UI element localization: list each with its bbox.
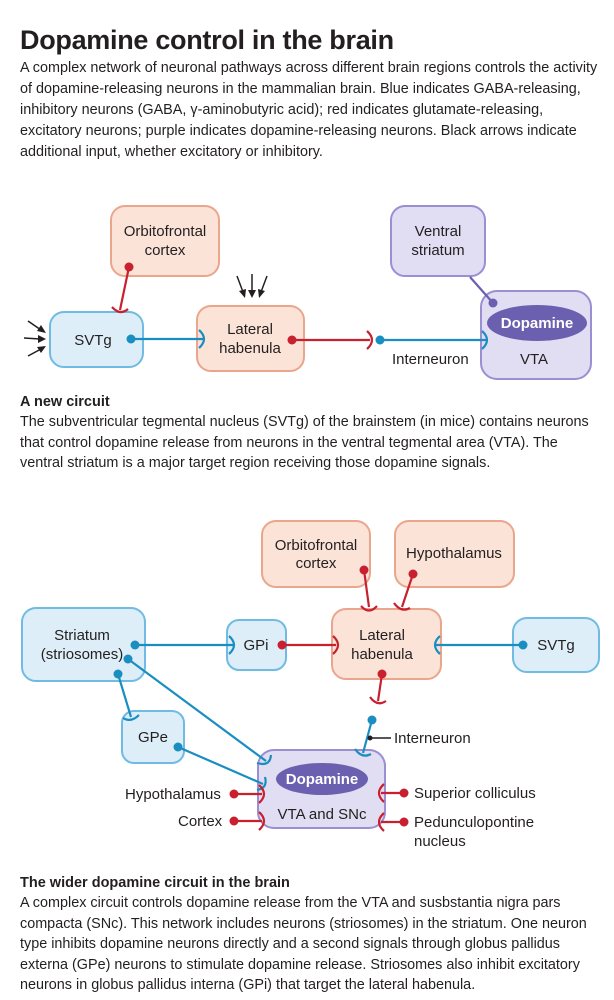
pedunculopontine-label: Pedunculopontine	[414, 814, 534, 831]
node-label: GPe	[138, 729, 168, 746]
node-orbitofrontal-cortex: Orbitofrontal cortex	[261, 520, 371, 588]
node-label: SVTg	[537, 637, 575, 654]
edge-cortex-input-to-vta	[229, 811, 266, 831]
edge-interneuron-to-vta	[354, 715, 377, 757]
node-label: VTA and SNc	[278, 806, 367, 823]
dopamine-ellipse	[487, 305, 587, 341]
dopamine-label: Dopamine	[286, 771, 359, 788]
dopamine-label: Dopamine	[501, 315, 574, 332]
edge-gpe-to-vta	[173, 742, 267, 792]
diagram-new-circuit: Orbitofrontal cortex Ventral striatum SV…	[23, 205, 592, 380]
edge-ofc-to-lhb	[359, 565, 378, 612]
edge-striatum-to-gpe	[113, 669, 140, 722]
pedunculopontine-label: nucleus	[414, 833, 466, 850]
edge-vta-to-ventral-striatum	[469, 276, 498, 308]
node-label: VTA	[520, 351, 548, 368]
edge-svtg-to-lhb	[433, 635, 528, 655]
interneuron-label: Interneuron	[394, 730, 471, 747]
edge-lhb-to-interneuron	[287, 330, 374, 350]
intro-paragraph: A complex network of neuronal pathways a…	[20, 60, 598, 160]
node-svtg: SVTg	[512, 617, 600, 673]
hypothalamus-input-label: Hypothalamus	[125, 786, 221, 803]
node-striatum: Striatum (striosomes)	[21, 607, 146, 682]
node-hypothalamus: Hypothalamus	[394, 520, 515, 588]
node-label: Orbitofrontal	[124, 223, 207, 240]
node-gpi: GPi	[226, 619, 287, 671]
edge-striatum-to-vta	[123, 654, 273, 766]
section-heading-new-circuit: A new circuit	[20, 394, 110, 410]
edge-hypothalamus-to-lhb	[393, 569, 418, 611]
node-vta: Dopamine VTA	[480, 290, 592, 380]
edge-interneuron-to-vta	[375, 330, 489, 350]
node-label: striatum	[411, 242, 464, 259]
superior-colliculus-label: Superior colliculus	[414, 785, 536, 802]
caption-new-circuit: The subventricular tegmental nucleus (SV…	[20, 414, 589, 471]
dopamine-ellipse	[276, 763, 368, 795]
node-gpe: GPe	[121, 710, 185, 764]
edge-lhb-to-interneuron	[369, 669, 387, 705]
edge-hypothalamus-input-to-vta	[229, 784, 266, 804]
node-label: Lateral	[227, 321, 273, 338]
caption-wider-circuit: A complex circuit controls dopamine rele…	[20, 895, 587, 993]
node-label: SVTg	[74, 332, 112, 349]
node-lateral-habenula: Lateral habenula	[331, 608, 442, 680]
node-label: GPi	[243, 637, 268, 654]
edge-svtg-to-lhb	[126, 329, 206, 349]
node-label: habenula	[351, 646, 413, 663]
node-label: Lateral	[359, 627, 405, 644]
arrows-input-svtg	[23, 320, 46, 357]
node-label: Orbitofrontal	[275, 537, 358, 554]
node-vta-snc: Dopamine VTA and SNc	[257, 749, 386, 829]
edge-striatum-to-gpi	[130, 635, 236, 655]
edge-gpi-to-lhb	[277, 635, 340, 655]
edge-ofc-to-svtg	[111, 262, 134, 314]
node-label: cortex	[296, 555, 337, 572]
interneuron-label: Interneuron	[392, 351, 469, 368]
node-label: cortex	[145, 242, 186, 259]
interneuron-pointer	[367, 735, 391, 741]
cortex-input-label: Cortex	[178, 813, 223, 830]
page-title: Dopamine control in the brain	[20, 25, 394, 55]
node-label: Ventral	[415, 223, 462, 240]
diagram-wider-circuit: Orbitofrontal cortex Hypothalamus Striat…	[21, 520, 600, 850]
node-label: Striatum	[54, 627, 110, 644]
section-heading-wider-circuit: The wider dopamine circuit in the brain	[20, 875, 290, 891]
arrows-input-lateral-habenula	[236, 274, 268, 298]
node-ventral-striatum: Ventral striatum	[390, 205, 486, 277]
node-label: Hypothalamus	[406, 545, 502, 562]
node-orbitofrontal-cortex: Orbitofrontal cortex	[110, 205, 220, 277]
node-label: (striosomes)	[41, 646, 124, 663]
node-label: habenula	[219, 340, 281, 357]
edge-superior-colliculus-input-to-vta	[377, 783, 409, 803]
edge-pedunculopontine-input-to-vta	[377, 812, 409, 832]
